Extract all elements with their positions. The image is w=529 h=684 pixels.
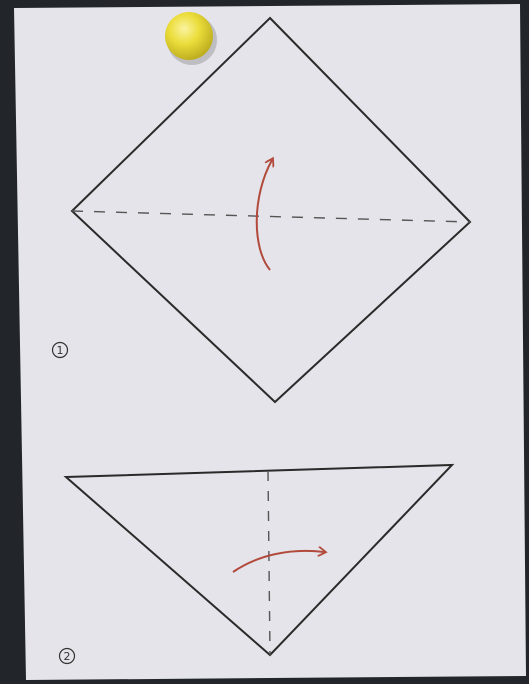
step-2-number: 2 — [64, 650, 71, 663]
step-1-fold-arrow — [255, 160, 272, 271]
step-1-square — [70, 16, 472, 404]
step-2-fold-arrow — [232, 551, 324, 573]
step-1-fold-line — [71, 210, 471, 223]
step-2-triangle — [63, 463, 455, 657]
step-1-diagram: 1 — [51, 16, 472, 404]
paper-sheet — [14, 4, 526, 680]
step-1-number: 1 — [57, 344, 64, 357]
step-1-number-badge: 1 — [51, 341, 69, 359]
step-2-number-badge: 2 — [58, 647, 76, 665]
step-2-diagram: 2 — [58, 463, 455, 665]
pushpin-icon — [165, 12, 217, 65]
